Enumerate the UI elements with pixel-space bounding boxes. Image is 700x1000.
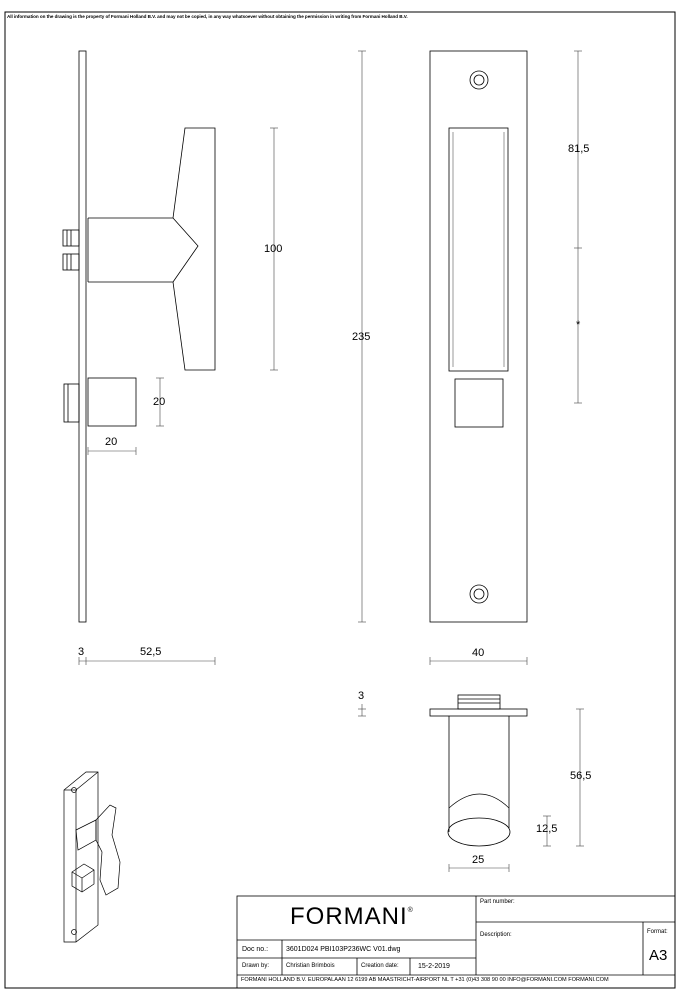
description-label: Description: — [480, 932, 512, 938]
front-view — [429, 50, 528, 623]
dim-projection: 52,5 — [140, 646, 162, 658]
side-view-plate — [78, 50, 87, 623]
dim-total-height: 235 — [352, 331, 371, 343]
knob-view-dimensions — [358, 704, 584, 872]
title-block — [236, 895, 676, 989]
doc-no-label: Doc no.: — [242, 946, 269, 953]
side-view-lever — [88, 127, 216, 371]
side-view-lever-neck — [172, 217, 199, 283]
brand-logo: FORMANI® — [290, 903, 413, 930]
dim-marker: * — [576, 319, 581, 331]
knob-view-spindle — [457, 694, 501, 710]
dim-lever-height: 100 — [264, 243, 283, 255]
dim-top-plate-thickness: 3 — [358, 690, 365, 702]
side-view — [62, 50, 216, 623]
dim-rose-height: 20 — [153, 396, 166, 408]
screw-hole-bottom — [469, 584, 489, 604]
creation-date-value: 15-2-2019 — [418, 963, 450, 970]
dim-knob-chamfer: 12,5 — [536, 823, 558, 835]
dim-upper-height: 81,5 — [568, 143, 590, 155]
format-value: A3 — [649, 947, 668, 964]
knob-view-plate — [429, 708, 528, 717]
iso-plate — [63, 771, 99, 943]
knob-view — [429, 694, 528, 847]
knob-view-end — [447, 817, 511, 847]
doc-no-value: 3601D024 PBI103P236WC V01.dwg — [286, 946, 401, 953]
front-view-lever — [448, 127, 509, 372]
format-label: Format: — [647, 929, 668, 935]
part-number-label: Part number: — [480, 899, 515, 905]
iso-lever — [95, 804, 121, 896]
side-view-square-rose — [87, 377, 137, 427]
dim-rose-width: 20 — [105, 436, 118, 448]
company-footer: FORMANI HOLLAND B.V. EUROPALAAN 12 6199 … — [241, 977, 609, 983]
front-view-plate — [429, 50, 528, 623]
dim-plate-thickness: 3 — [78, 646, 85, 658]
creation-date-label: Creation date: — [361, 963, 399, 969]
side-view-rear-block — [63, 383, 80, 423]
side-view-dimensions — [78, 50, 366, 665]
dim-knob-diameter: 25 — [472, 854, 485, 866]
iso-square-rose — [71, 863, 95, 893]
dim-plate-width: 40 — [472, 647, 485, 659]
screw-hole-top — [469, 70, 489, 90]
dim-knob-depth: 56,5 — [570, 770, 592, 782]
drawn-by-value: Christian Brimbois — [286, 963, 335, 969]
drawn-by-label: Drawn by: — [242, 963, 270, 969]
drawing-frame — [4, 11, 676, 989]
isometric-view — [63, 771, 121, 943]
knob-view-body — [448, 716, 510, 832]
copyright-notice: All information on the drawing is the pr… — [7, 14, 408, 19]
front-view-square-rose — [454, 378, 504, 428]
front-view-dimensions — [429, 50, 582, 665]
